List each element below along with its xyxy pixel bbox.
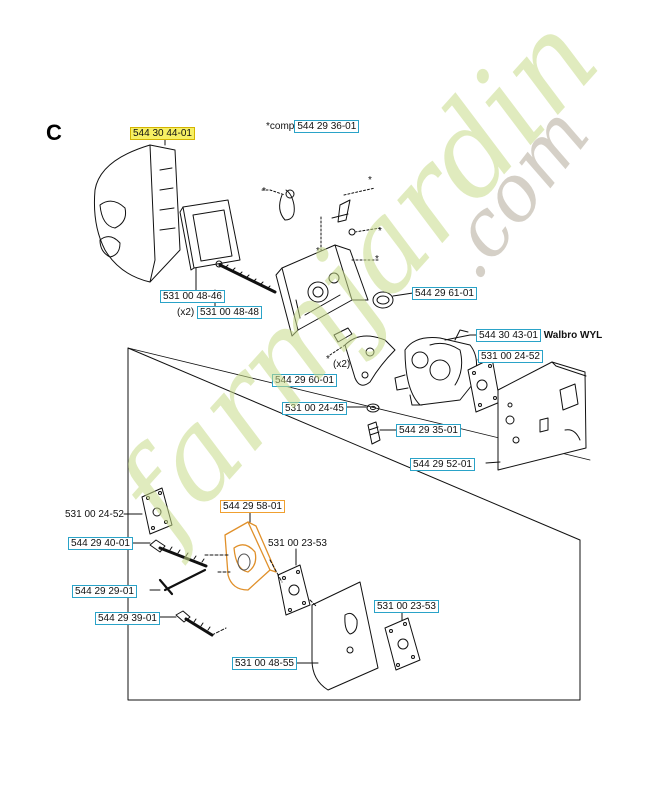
heat-shield-part-number[interactable]: 531 00 48-55: [232, 657, 297, 670]
comp-kit-part-number[interactable]: 544 29 36-01: [294, 120, 360, 133]
carburetor-adapter: [275, 244, 369, 337]
left-gasket: [141, 487, 173, 535]
plate-part-number[interactable]: 544 29 52-01: [410, 458, 475, 471]
mounting-plate: [497, 361, 587, 471]
bracket-quantity: (x2): [333, 359, 351, 370]
washer: [366, 403, 380, 413]
bolt-part-number[interactable]: 544 29 40-01: [68, 537, 133, 550]
gasket-ring: [372, 291, 394, 309]
heat-shield: [311, 581, 379, 691]
air-filter-element: [179, 199, 241, 271]
choke-lever: [261, 189, 295, 221]
screw-part-number[interactable]: 531 00 48-48: [197, 306, 262, 319]
bolt: [149, 539, 208, 568]
carburetor-part-number[interactable]: 544 30 43-01: [476, 329, 541, 342]
carburetor-label: 544 30 43-01 Walbro WYL: [476, 329, 603, 342]
nipple-part-number[interactable]: 544 29 35-01: [396, 424, 461, 437]
air-filter-cover: [94, 127, 193, 283]
asterisk-marker: *: [262, 186, 266, 197]
mounting-bracket: [344, 335, 396, 386]
asterisk-marker: *: [326, 354, 330, 365]
throttle-link: [331, 187, 381, 236]
washer-part-number[interactable]: 531 00 24-45: [282, 402, 347, 415]
block-part-number[interactable]: 544 29 58-01: [220, 500, 285, 513]
carburetor-brand: Walbro WYL: [543, 330, 603, 341]
middle-gasket: [277, 564, 311, 616]
fuel-nipple: [367, 421, 381, 445]
screw-label: (x2) 531 00 48-48: [177, 306, 262, 319]
quantity-x2: (x2): [177, 307, 195, 318]
bracket-part-number[interactable]: 544 29 60-01: [272, 374, 337, 387]
left-gasket-part-number[interactable]: 531 00 24-52: [65, 509, 124, 520]
asterisk-marker: *: [375, 254, 379, 265]
gasket-ring-part-number[interactable]: 544 29 61-01: [412, 287, 477, 300]
comp-prefix: *comp: [266, 121, 295, 132]
second-bolt: [175, 610, 214, 637]
carburetor-gasket-part-number[interactable]: 531 00 24-52: [478, 350, 543, 363]
bolt2-part-number[interactable]: 544 29 39-01: [95, 612, 160, 625]
cover-part-number[interactable]: 544 30 44-01: [130, 127, 195, 140]
small-pin: [333, 327, 353, 343]
filter-part-number[interactable]: 531 00 48-46: [160, 290, 225, 303]
asterisk-marker: *: [316, 246, 320, 257]
right-gasket-part-number[interactable]: 531 00 23-53: [374, 600, 439, 613]
assembly-frame: [127, 347, 581, 701]
asterisk-marker: *: [378, 226, 382, 237]
long-screw: [215, 260, 277, 294]
lever-rod: [158, 568, 207, 596]
middle-gasket-part-number[interactable]: 531 00 23-53: [268, 538, 327, 549]
carburetor: [394, 329, 477, 406]
rod-part-number[interactable]: 544 29 29-01: [72, 585, 137, 598]
asterisk-marker: *: [368, 175, 372, 186]
section-letter: C: [46, 120, 62, 145]
right-gasket: [384, 617, 421, 671]
throttle-block: [224, 521, 277, 591]
